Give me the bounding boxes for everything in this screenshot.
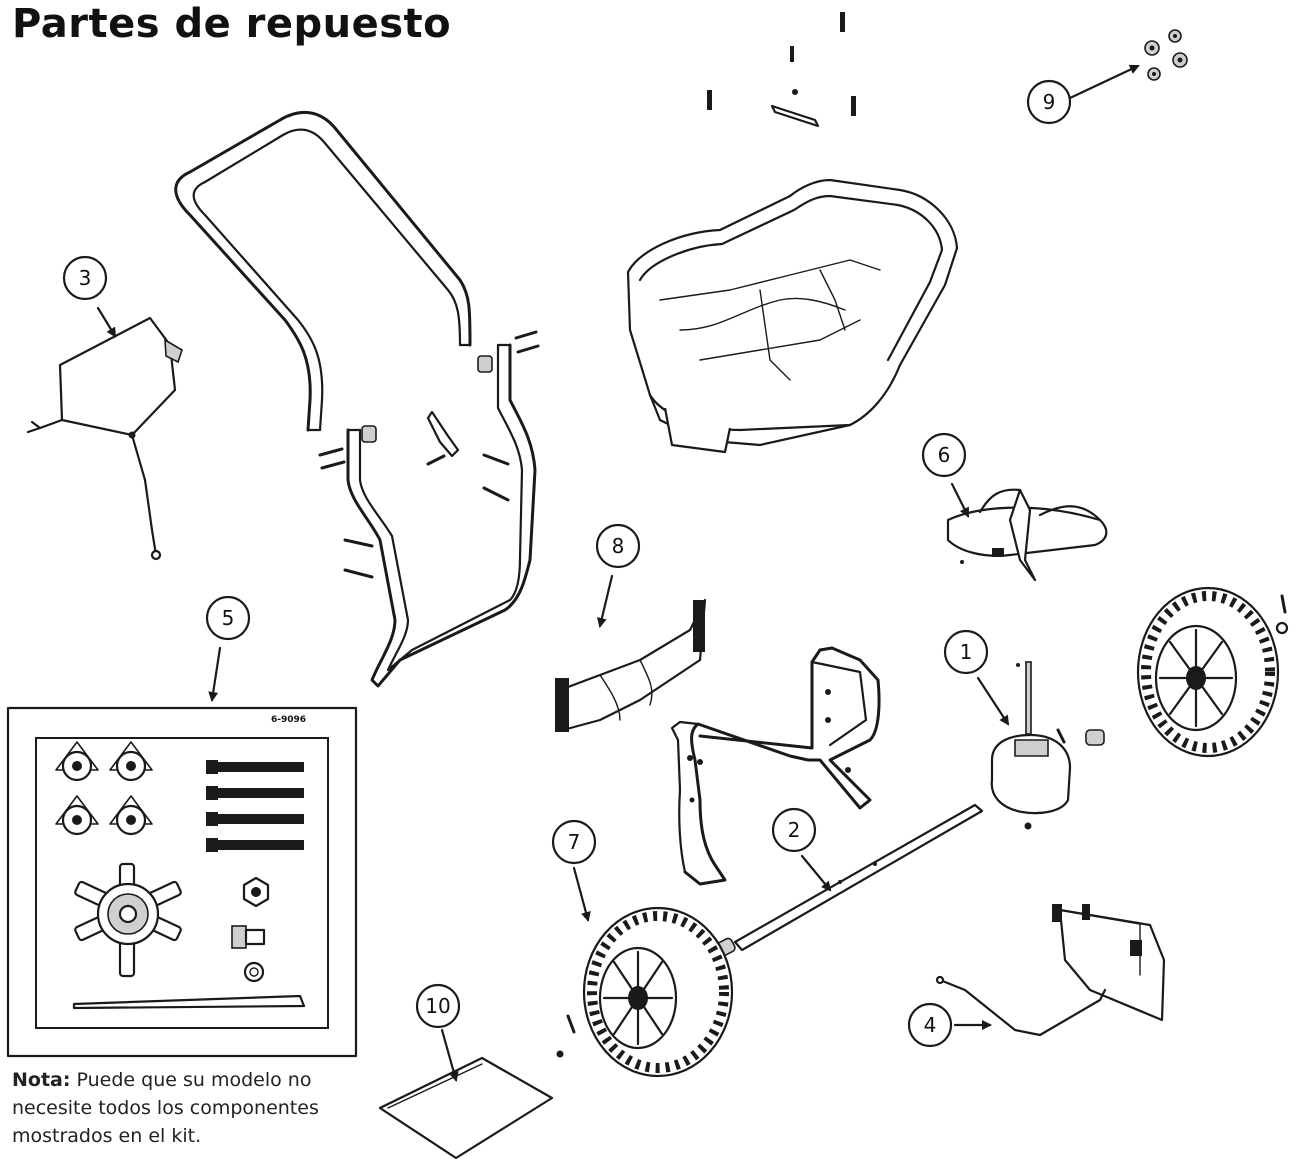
deflector-plate-icon — [770, 104, 820, 128]
page-title: Partes de repuesto — [12, 1, 452, 47]
part-9-nuts — [1144, 29, 1188, 81]
screw-icon — [707, 90, 712, 110]
part-6-spreader-plate — [946, 488, 1108, 582]
svg-text:7: 7 — [568, 830, 581, 854]
handle-lower — [346, 343, 537, 688]
callout-1: 1 — [943, 629, 989, 675]
part-2-axle — [716, 803, 984, 957]
svg-text:1: 1 — [960, 640, 973, 664]
svg-text:6: 6 — [938, 443, 951, 467]
callout-10: 10 — [415, 983, 461, 1029]
handle-hardware — [318, 330, 540, 579]
callout-8: 8 — [595, 523, 641, 569]
svg-text:5: 5 — [222, 606, 235, 630]
callout-5: 5 — [205, 595, 251, 641]
screw-icon — [840, 12, 845, 32]
part-4-bracket — [935, 904, 1166, 1037]
screw-icon — [790, 46, 794, 62]
kit-code-label: 6-9096 — [271, 715, 306, 725]
note-body: Puede que su modelo no necesite todos lo… — [12, 1069, 319, 1147]
callout-arrows — [96, 64, 1140, 1082]
callout-7: 7 — [551, 819, 597, 865]
part-7-wheel — [556, 906, 734, 1078]
svg-text:4: 4 — [924, 1013, 937, 1037]
note-text: Nota: Puede que su modelo no necesite to… — [12, 1066, 342, 1150]
callout-3: 3 — [62, 255, 108, 301]
part-5-kit-card: 6-9096 — [6, 706, 358, 1058]
svg-text:8: 8 — [612, 534, 625, 558]
callout-6: 6 — [921, 432, 967, 478]
callout-2: 2 — [771, 807, 817, 853]
svg-text:9: 9 — [1043, 90, 1056, 114]
part-8-chute — [555, 598, 707, 732]
screw-icon — [851, 96, 856, 116]
svg-text:10: 10 — [425, 994, 450, 1018]
nut-icon — [792, 89, 798, 95]
frame — [670, 646, 881, 886]
svg-text:3: 3 — [79, 266, 92, 290]
note-label: Nota: — [12, 1069, 71, 1091]
part-1-gearbox — [990, 661, 1105, 830]
handle-upper — [174, 110, 472, 432]
part-10-manual — [378, 1056, 554, 1160]
hopper — [626, 178, 959, 454]
svg-text:2: 2 — [788, 818, 801, 842]
top-hardware-group — [707, 12, 856, 128]
part-3-control-wire — [26, 316, 183, 561]
callout-9: 9 — [1026, 79, 1072, 125]
right-wheel — [1136, 586, 1289, 758]
callout-4: 4 — [907, 1002, 953, 1048]
